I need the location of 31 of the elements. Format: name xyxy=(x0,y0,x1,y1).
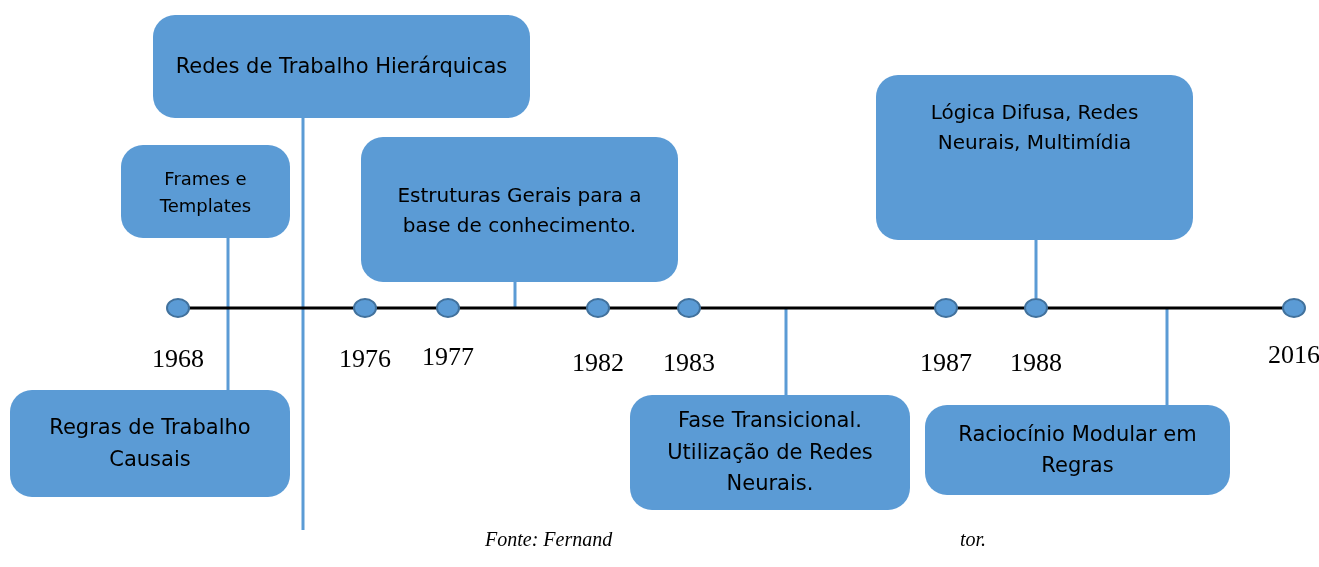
year-label: 1982 xyxy=(572,348,624,378)
timeline-dot xyxy=(677,298,701,318)
year-label: 1977 xyxy=(422,342,474,372)
year-label: 1976 xyxy=(339,344,391,374)
event-box: Lógica Difusa, Redes Neurais, Multimídia xyxy=(876,75,1193,240)
year-label: 1968 xyxy=(152,344,204,374)
caption-text: Fonte: Fernand xyxy=(485,528,613,551)
timeline-dot xyxy=(1282,298,1306,318)
timeline-dot xyxy=(353,298,377,318)
timeline-dot xyxy=(934,298,958,318)
leader-line xyxy=(1034,240,1038,298)
event-box: Frames e Templates xyxy=(121,145,290,238)
event-box: Regras de Trabalho Causais xyxy=(10,390,290,497)
leader-line xyxy=(513,282,517,308)
event-box: Redes de Trabalho Hierárquicas xyxy=(153,15,530,118)
timeline-dot xyxy=(1024,298,1048,318)
year-label: 2016 xyxy=(1268,340,1319,370)
leader-line xyxy=(784,308,788,395)
timeline-dot xyxy=(436,298,460,318)
leader-line xyxy=(226,238,230,390)
timeline-dot xyxy=(586,298,610,318)
year-label: 1988 xyxy=(1010,348,1062,378)
event-box: Raciocínio Modular em Regras xyxy=(925,405,1230,495)
year-label: 1983 xyxy=(663,348,715,378)
event-box: Estruturas Gerais para a base de conhecimento. xyxy=(361,137,678,282)
caption-text: tor. xyxy=(960,528,987,551)
leader-line xyxy=(1165,308,1169,405)
event-box: Fase Transicional. Utilização de Redes Neurais. xyxy=(630,395,910,510)
timeline-dot xyxy=(166,298,190,318)
leader-line xyxy=(301,118,305,530)
year-label: 1987 xyxy=(920,348,972,378)
